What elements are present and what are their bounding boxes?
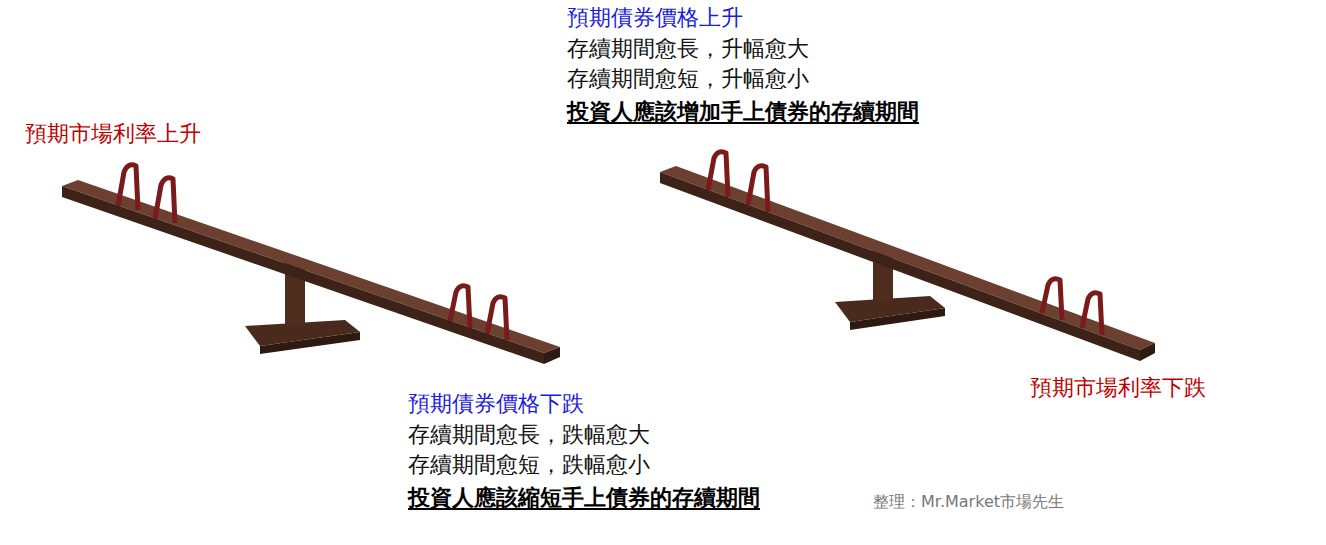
seesaw-plank	[660, 166, 1155, 350]
duration-note: 存續期間愈短，升幅愈小	[567, 65, 809, 94]
seesaw-handle	[1042, 279, 1062, 320]
seesaw-handle	[118, 165, 138, 210]
duration-note: 存續期間愈長，升幅愈大	[567, 35, 809, 64]
seesaw-handle	[487, 297, 507, 340]
seesaw-handle	[748, 166, 768, 212]
investor-advice: 投資人應該縮短手上債券的存續期間	[408, 484, 760, 513]
duration-note: 存續期間愈短，跌幅愈小	[408, 451, 650, 480]
seesaw-plank	[62, 186, 544, 364]
bond-price-heading: 預期債券價格下跌	[408, 390, 584, 419]
seesaw-plank	[544, 347, 560, 364]
seesaw-plank	[1140, 343, 1155, 361]
rate-heading: 預期市場利率下跌	[1030, 374, 1206, 403]
duration-note: 存續期間愈長，跌幅愈大	[408, 421, 650, 450]
seesaw-plank	[660, 172, 1140, 361]
seesaw-handle	[708, 152, 728, 197]
rate-heading: 預期市場利率上升	[25, 120, 201, 149]
investor-advice: 投資人應該增加手上債券的存續期間	[567, 98, 919, 127]
right-seesaw	[660, 152, 1155, 361]
seesaw-handle	[450, 286, 470, 328]
left-seesaw	[62, 165, 560, 364]
seesaw-handle	[155, 178, 175, 223]
seesaw-base	[260, 332, 360, 354]
bond-price-heading: 預期債券價格上升	[567, 4, 743, 33]
seesaw-base	[850, 308, 945, 330]
source-credit: 整理：Mr.Market市場先生	[873, 492, 1064, 513]
seesaw-handle	[1082, 293, 1102, 335]
